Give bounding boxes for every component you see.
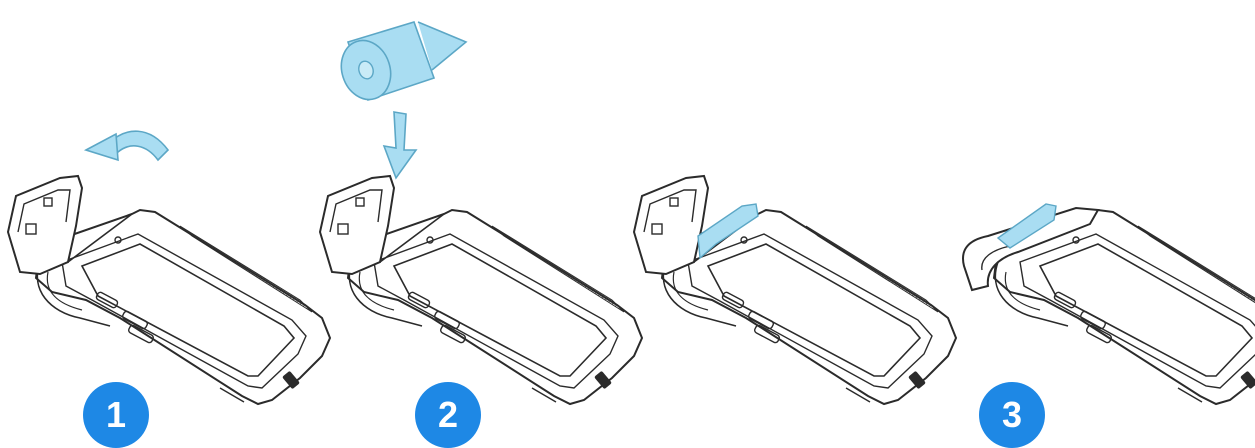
step-number-badge: 1 [83,382,149,448]
terminal-step-2 [320,176,642,404]
step-number: 3 [1002,394,1022,436]
step-number: 2 [438,394,458,436]
paper-roll-icon [334,22,466,106]
down-arrow-icon [384,112,416,178]
step-number-badge: 2 [415,382,481,448]
rotate-arrow-icon [86,131,168,160]
step-number-badge: 3 [979,382,1045,448]
step-number: 1 [106,394,126,436]
terminal-step-1 [8,176,330,404]
terminal-step-3 [963,204,1255,404]
terminal-step-2-loaded [634,176,956,404]
